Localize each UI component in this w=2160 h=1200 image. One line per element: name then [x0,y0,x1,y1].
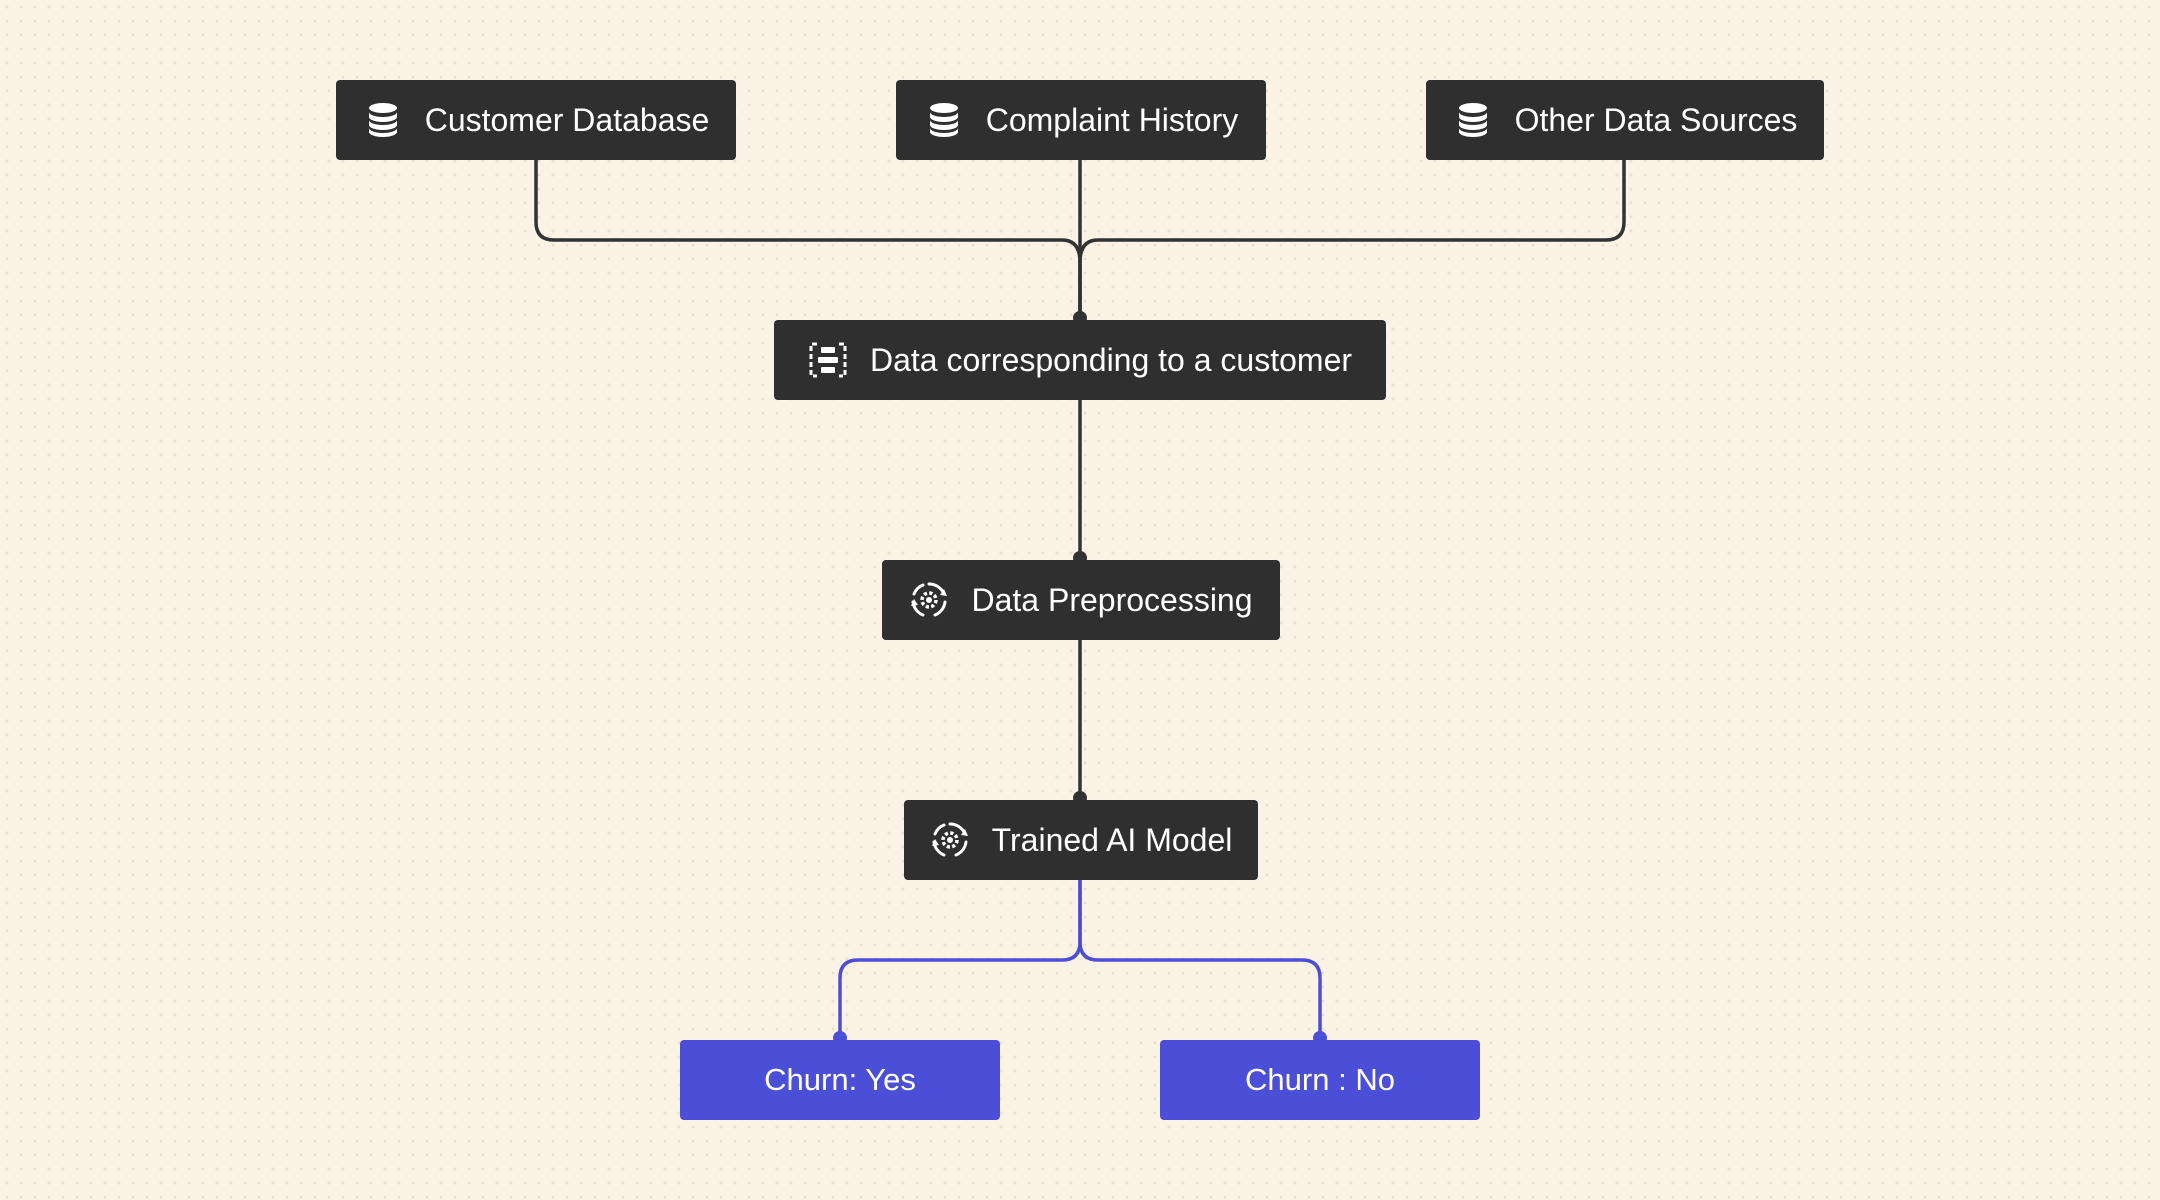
node-complaint-history[interactable]: Complaint History [896,80,1266,160]
node-other-data-sources[interactable]: Other Data Sources [1426,80,1824,160]
node-data-preprocessing[interactable]: Data Preprocessing [882,560,1280,640]
gear-cycle-icon [909,580,949,620]
gear-cycle-icon [930,820,970,860]
data-list-icon [808,340,848,380]
database-icon [1453,100,1493,140]
node-label: Customer Database [424,101,710,138]
edge-model-to-churn-no [1078,880,1322,1040]
node-customer-data[interactable]: Data corresponding to a customer [774,320,1386,400]
node-customer-database[interactable]: Customer Database [336,80,736,160]
node-churn-no[interactable]: Churn : No [1160,1040,1480,1120]
node-label: Data corresponding to a customer [869,341,1353,378]
database-icon [363,100,403,140]
node-label: Other Data Sources [1514,101,1798,138]
node-label: Churn: Yes [764,1062,916,1097]
node-label: Churn : No [1245,1062,1395,1097]
node-label: Complaint History [985,101,1239,138]
database-icon [924,100,964,140]
node-label: Data Preprocessing [971,581,1253,618]
node-label: Trained AI Model [991,821,1233,858]
node-trained-ai-model[interactable]: Trained AI Model [904,800,1258,880]
node-churn-yes[interactable]: Churn: Yes [680,1040,1000,1120]
edge-model-to-churn-yes [838,880,1082,1040]
edge-customer-database-to-customer-data [534,160,1082,320]
edge-other-sources-to-customer-data [1078,160,1626,320]
